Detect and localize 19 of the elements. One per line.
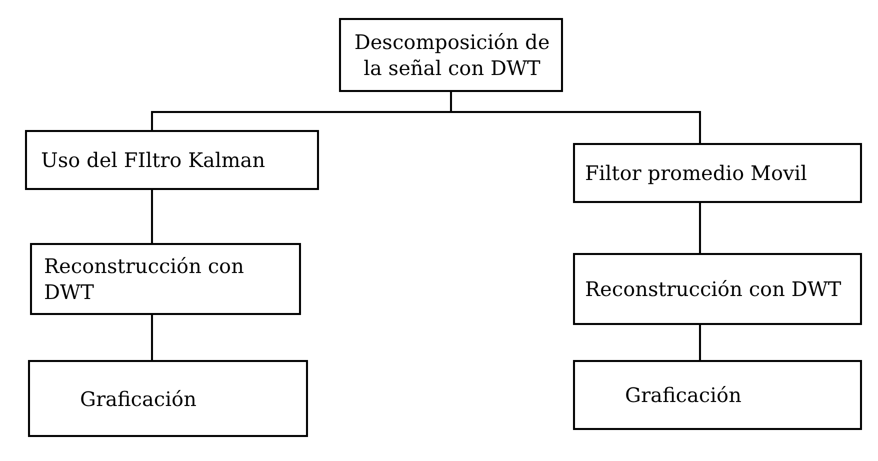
process-box (573, 143, 862, 203)
node-text: Descomposición de la señal con DWT (353, 29, 551, 81)
connector-line (151, 190, 153, 243)
node-text: Reconstrucción con DWT (585, 276, 842, 302)
connector-line (699, 203, 701, 253)
node-text: Uso del FIltro Kalman (41, 147, 266, 173)
node-text: Reconstrucción con DWT (44, 253, 245, 305)
process-box (573, 360, 862, 430)
process-box (28, 360, 308, 437)
node-text: Filtor promedio Movil (585, 160, 808, 186)
process-box (25, 130, 319, 190)
node-text: Graficación (625, 382, 742, 408)
connector-line (450, 92, 701, 143)
process-box (30, 243, 301, 315)
process-box (573, 253, 862, 325)
process-box (339, 18, 563, 92)
connector-line (699, 325, 701, 360)
node-text: Graficación (80, 386, 196, 412)
connector-line (151, 315, 153, 360)
